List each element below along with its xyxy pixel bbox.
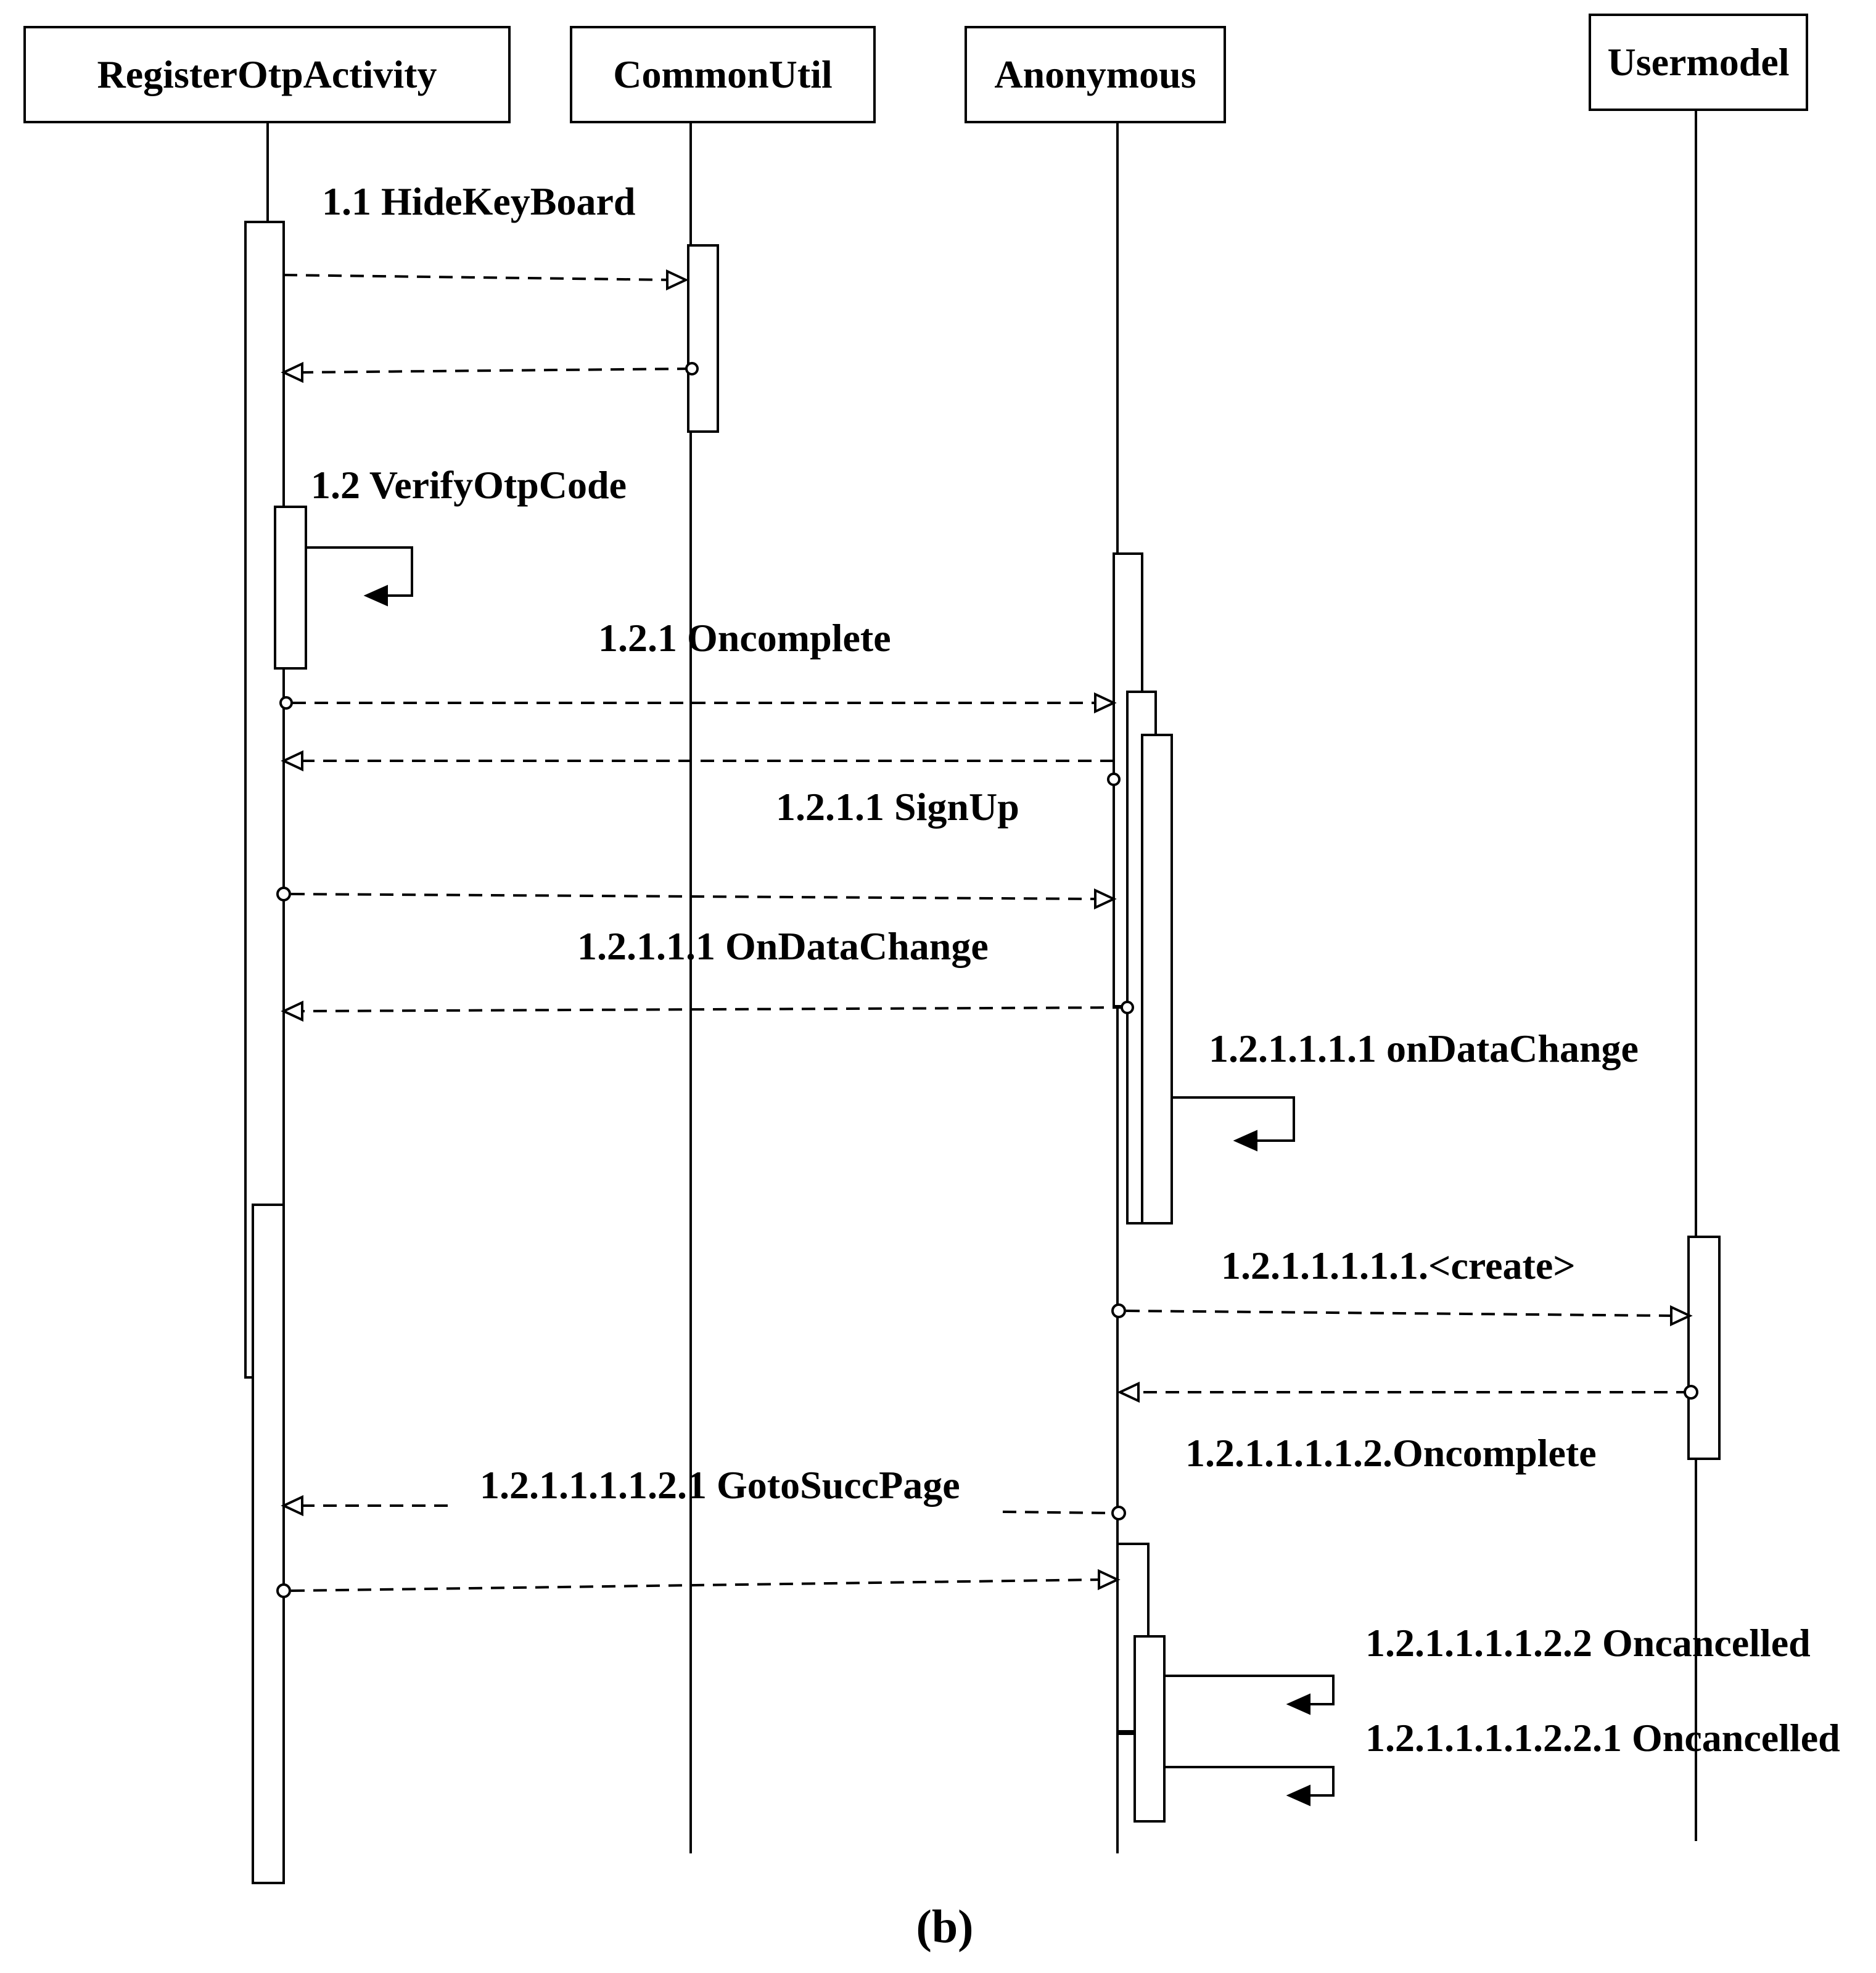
activation-bar [244, 221, 285, 1379]
message-label: 1.1 HideKeyBoard [322, 179, 635, 223]
participant-registerotpactivity: RegisterOtpActivity [23, 26, 511, 123]
message-arrow [276, 1569, 1121, 1598]
message-arrow [279, 692, 1117, 714]
activation-bar [1687, 1236, 1721, 1460]
activation-bar [1141, 734, 1173, 1224]
message-label: 1.2.1.1.1.1 onDataChange [1209, 1027, 1639, 1070]
self-call-arrow [1117, 1733, 1335, 1807]
participant-usermodel: Usermodel [1589, 14, 1808, 111]
self-call-arrow [1172, 1096, 1295, 1152]
participant-label: Usermodel [1607, 40, 1789, 84]
return-arrow [281, 750, 1121, 786]
message-label: 1.2.1.1.1 OnDataChange [577, 924, 989, 968]
participant-label: RegisterOtpActivity [97, 52, 437, 96]
activation-bar [1133, 1635, 1166, 1823]
participant-commonutil: CommonUtil [570, 26, 876, 123]
message-arrow [276, 887, 1117, 910]
message-label: 1.2 VerifyOtpCode [311, 463, 627, 507]
activation-bar [274, 506, 307, 670]
message-label: 1.2.1.1.1.1.1.<create> [1221, 1244, 1576, 1287]
message-arrow [1111, 1303, 1693, 1327]
message-label: 1.2.1.1.1.1.2.1 GotoSuccPage [480, 1463, 960, 1507]
message-arrow [283, 269, 689, 291]
self-call-arrow [1164, 1675, 1335, 1715]
activation-bar [252, 1204, 285, 1884]
message-label: 1.2.1.1.1.1.2.2 Oncancelled [1365, 1621, 1811, 1665]
return-arrow [281, 1000, 1134, 1022]
return-arrow [281, 361, 699, 384]
message-label: 1.2.1.1.1.1.2.Oncomplete [1185, 1431, 1597, 1475]
message-label: 1.2.1 Oncomplete [598, 616, 891, 660]
return-arrow [1117, 1381, 1698, 1403]
participant-anonymous: Anonymous [965, 26, 1226, 123]
figure-caption: (b) [916, 1901, 974, 1953]
message-label: 1.2.1.1.1.1.2.2.1 Oncancelled [1365, 1716, 1840, 1760]
activation-bar [687, 244, 719, 433]
participant-label: Anonymous [994, 52, 1196, 96]
participant-label: CommonUtil [613, 52, 833, 96]
message-label: 1.2.1.1 SignUp [776, 785, 1019, 829]
self-call-arrow [306, 546, 413, 607]
return-arrow [281, 1495, 1126, 1520]
